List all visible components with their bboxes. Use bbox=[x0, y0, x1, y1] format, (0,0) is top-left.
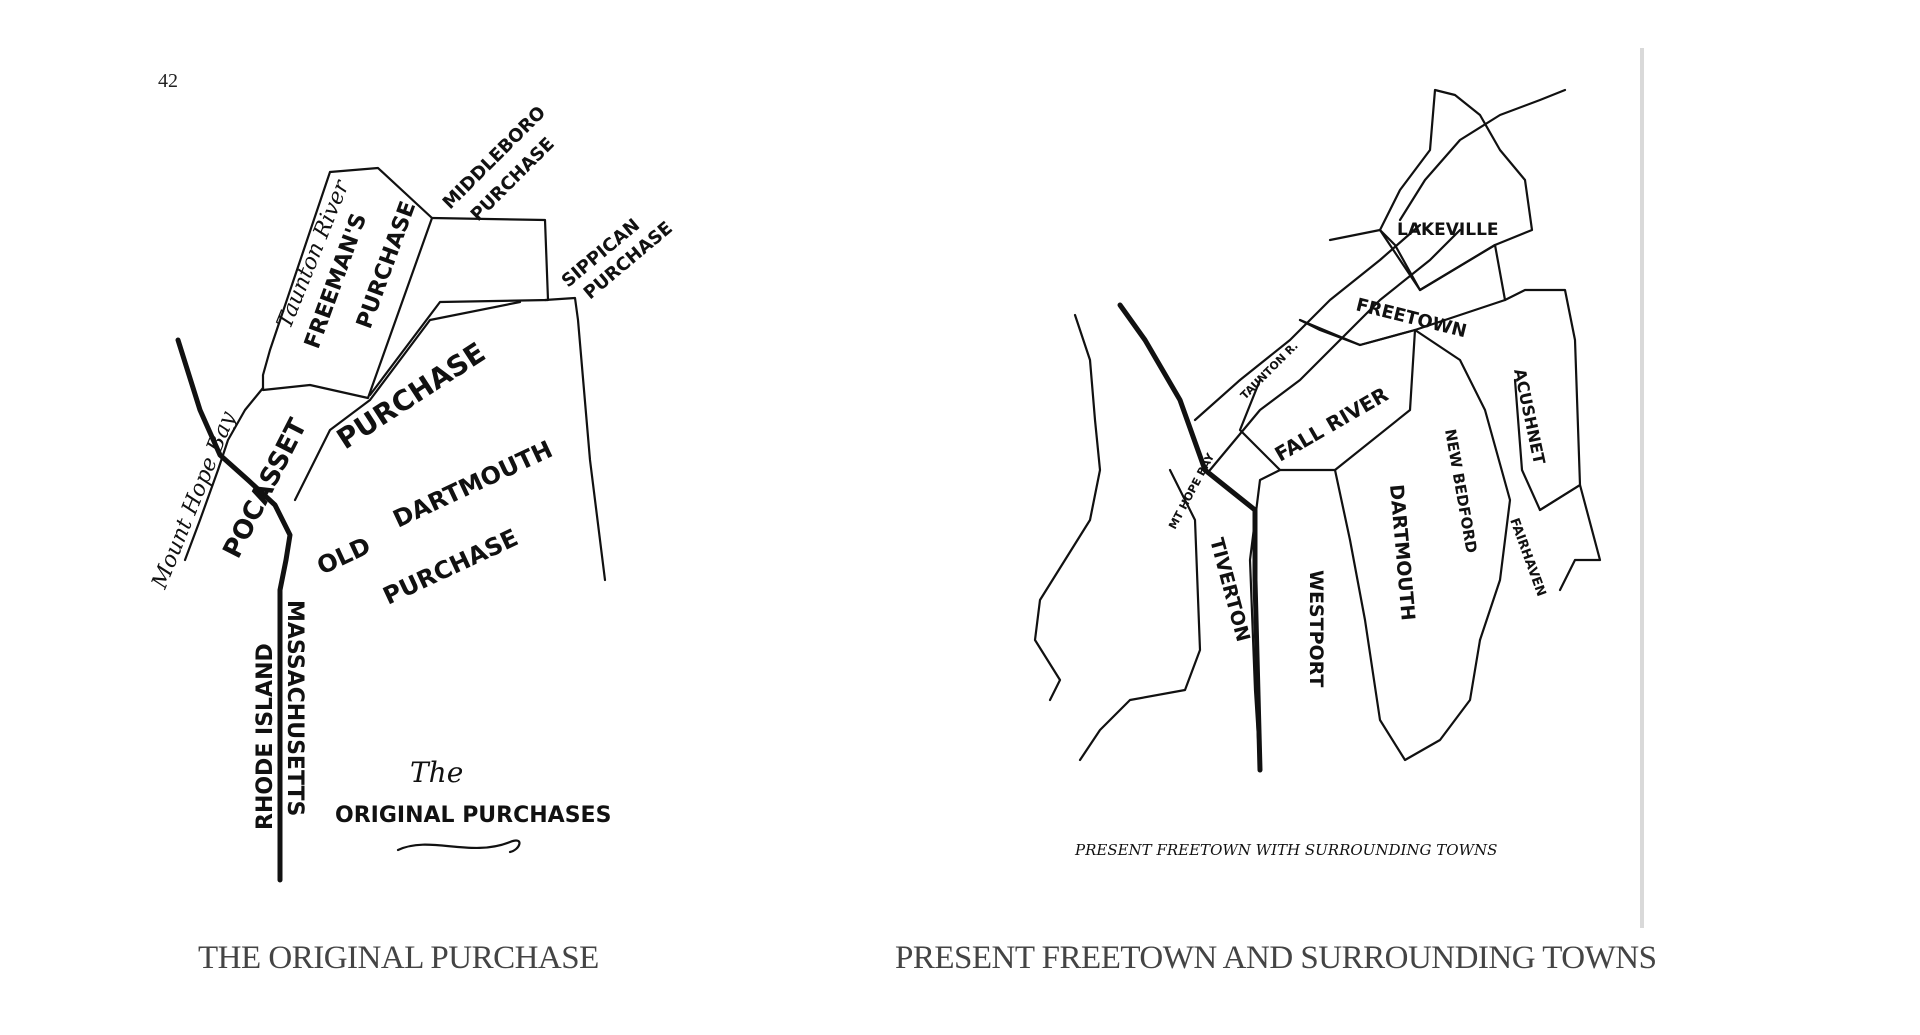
dartmouth-label: DARTMOUTH bbox=[389, 435, 557, 533]
dartmouth-boundary bbox=[293, 300, 522, 502]
lakeville-label: LAKEVILLE bbox=[1397, 220, 1499, 240]
map-title-the: The bbox=[410, 756, 463, 789]
acushnet-boundary bbox=[1503, 288, 1582, 512]
mt-hope-bay-label: MT HOPE BAY bbox=[1166, 450, 1217, 531]
taunton-river-label: TAUNTON R. bbox=[1238, 339, 1301, 402]
new-bedford-label: NEW BEDFORD bbox=[1441, 428, 1481, 555]
map-title-original-purchases: ORIGINAL PURCHASES bbox=[335, 803, 611, 828]
original-purchases-map-panel: Taunton River FREEMAN'S PURCHASE MIDDLEB… bbox=[0, 0, 860, 1035]
present-freetown-map: LAKEVILLE FREETOWN FALL RIVER ACUSHNET N… bbox=[1033, 88, 1602, 859]
state-line bbox=[1117, 302, 1263, 773]
state-line bbox=[175, 337, 293, 883]
river-channel-east bbox=[1193, 223, 1422, 422]
western-shore bbox=[1033, 313, 1102, 702]
tiverton-label: TIVERTON bbox=[1205, 536, 1254, 645]
fall-river-label: FALL RIVER bbox=[1271, 382, 1393, 466]
acushnet-label: ACUSHNET bbox=[1510, 367, 1549, 466]
freetown-label: FREETOWN bbox=[1354, 294, 1469, 342]
tiverton-boundary bbox=[1078, 468, 1202, 762]
massachusetts-label: MASSACHUSETTS bbox=[282, 600, 307, 816]
freetown-boundary bbox=[1298, 228, 1507, 347]
scan-edge-divider bbox=[1640, 48, 1644, 928]
fall-river-boundary bbox=[1238, 318, 1417, 472]
railroad-line bbox=[1398, 88, 1567, 222]
mount-hope-bay-label: Mount Hope Bay bbox=[147, 408, 241, 593]
lakeville-boundary bbox=[1378, 88, 1534, 292]
right-caption: PRESENT FREETOWN AND SURROUNDING TOWNS bbox=[895, 940, 1657, 976]
river-channel bbox=[1208, 228, 1462, 472]
rhode-island-label: RHODE ISLAND bbox=[253, 643, 278, 830]
new-bedford-boundary bbox=[1413, 328, 1512, 642]
westport-label: WESTPORT bbox=[1305, 570, 1327, 687]
old-label: OLD bbox=[313, 532, 375, 581]
page-number: 42 bbox=[158, 70, 178, 92]
dartmouth-label: DARTMOUTH bbox=[1385, 484, 1419, 622]
freemans-purchase-boundary bbox=[261, 166, 434, 400]
sippican-boundary bbox=[543, 296, 607, 582]
original-purchases-map: Taunton River FREEMAN'S PURCHASE MIDDLEB… bbox=[147, 102, 677, 883]
present-freetown-map-panel: LAKEVILLE FREETOWN FALL RIVER ACUSHNET N… bbox=[860, 0, 1920, 1035]
dartmouth-purchase-label: PURCHASE bbox=[379, 524, 523, 611]
dartmouth-boundary bbox=[1333, 468, 1482, 762]
fairhaven-boundary bbox=[1538, 483, 1602, 592]
present-freetown-subcaption: PRESENT FREETOWN WITH SURROUNDING TOWNS bbox=[1074, 841, 1497, 859]
left-caption: THE ORIGINAL PURCHASE bbox=[198, 940, 599, 976]
title-flourish bbox=[396, 839, 521, 854]
fairhaven-label: FAIRHAVEN bbox=[1506, 516, 1548, 598]
